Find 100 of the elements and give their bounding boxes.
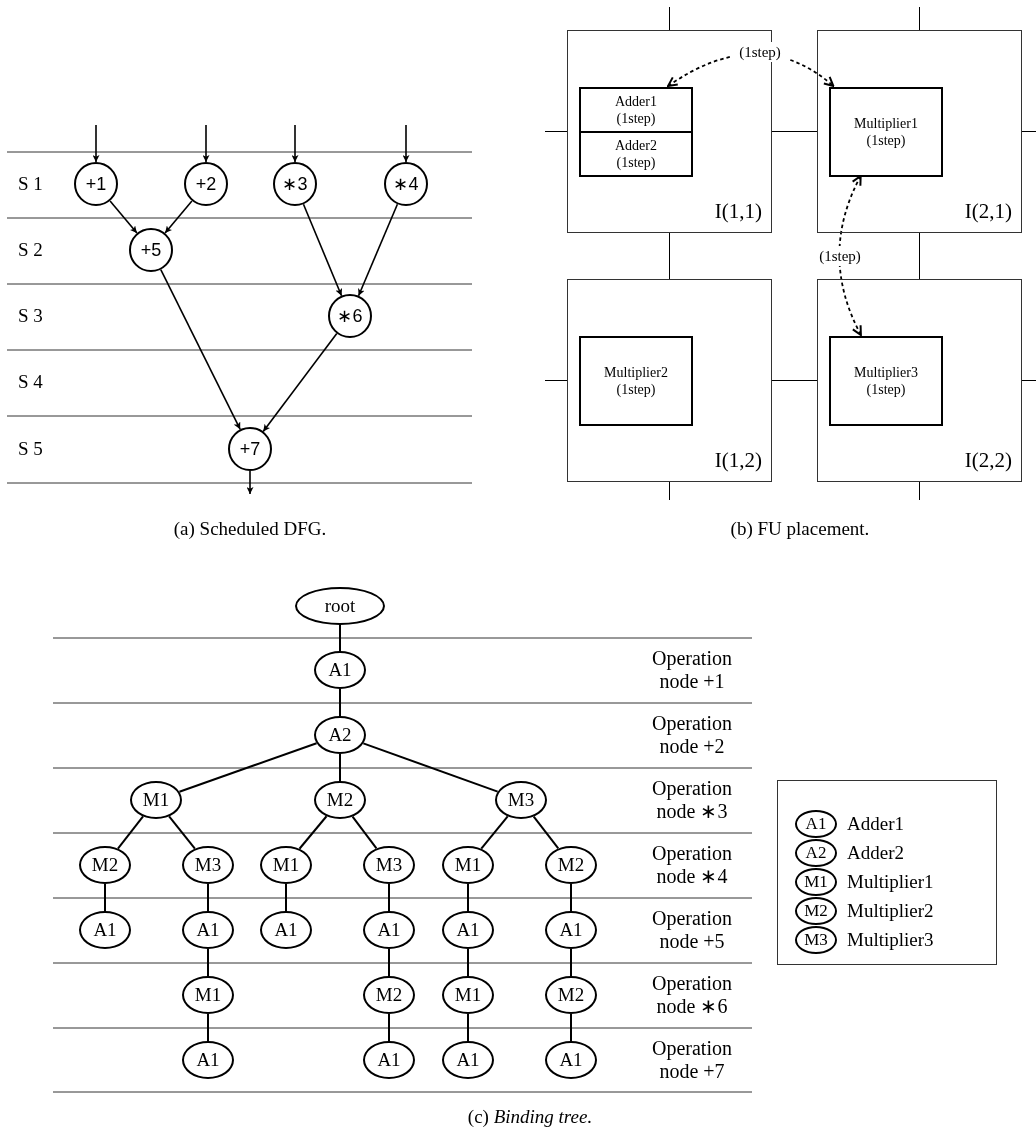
unit-box: Adder2 (1step) <box>579 131 693 177</box>
arrow <box>202 124 210 163</box>
connector-line <box>544 131 568 132</box>
connector-line <box>669 232 670 280</box>
connector-line <box>298 815 328 850</box>
binding-ellipse: M1 <box>442 976 494 1014</box>
connector-line <box>351 815 378 850</box>
connector-line <box>388 1013 390 1042</box>
binding-ellipse: A1 <box>260 911 312 949</box>
connector-line <box>467 1013 469 1042</box>
binding-ellipse: A1 <box>442 1041 494 1079</box>
binding-ellipse: M1 <box>260 846 312 884</box>
operation-label: Operation node +7 <box>651 1037 733 1083</box>
edge-label: (1step) <box>731 42 789 62</box>
binding-ellipse: M3 <box>363 846 415 884</box>
arrow <box>164 200 193 234</box>
connector-line <box>669 6 670 31</box>
legend-text: Multiplier3 <box>847 929 934 951</box>
stage-label: S 2 <box>18 239 44 261</box>
connector-line <box>178 742 318 793</box>
binding-ellipse: M1 <box>442 846 494 884</box>
arrow <box>109 200 138 234</box>
binding-ellipse: M2 <box>545 846 597 884</box>
unit-box: Multiplier3 (1step) <box>829 336 943 426</box>
stage-label: S 1 <box>18 173 44 195</box>
operation-label: Operation node +5 <box>651 907 733 953</box>
operation-circle: +1 <box>74 162 118 206</box>
legend-symbol: A1 <box>795 810 837 838</box>
binding-ellipse: M2 <box>545 976 597 1014</box>
figure-caption: (a) Scheduled DFG. <box>172 518 328 540</box>
binding-ellipse: M1 <box>130 781 182 819</box>
tile-box <box>817 279 1022 482</box>
connector-line <box>919 6 920 31</box>
legend-symbol: M1 <box>795 868 837 896</box>
binding-ellipse: A1 <box>182 911 234 949</box>
arrow <box>357 203 399 297</box>
connector-line <box>168 815 196 850</box>
binding-ellipse: A1 <box>545 1041 597 1079</box>
connector-line <box>207 1013 209 1042</box>
figure-caption: (c) Binding tree. <box>466 1106 594 1128</box>
connector-line <box>207 948 209 977</box>
binding-ellipse: A1 <box>545 911 597 949</box>
connector-line <box>771 380 818 381</box>
unit-box: Multiplier1 (1step) <box>829 87 943 177</box>
connector-line <box>919 481 920 501</box>
unit-box: Adder1 (1step) <box>579 87 693 133</box>
tile-label: I(2,1) <box>964 199 1012 224</box>
operation-circle: +2 <box>184 162 228 206</box>
binding-ellipse: A1 <box>314 651 366 689</box>
tile-label: I(1,1) <box>714 199 762 224</box>
tile-box <box>817 30 1022 233</box>
arrow <box>92 124 100 163</box>
operation-circle: +7 <box>228 427 272 471</box>
binding-ellipse: A1 <box>182 1041 234 1079</box>
connector-line <box>207 883 209 912</box>
binding-ellipse: M3 <box>495 781 547 819</box>
binding-ellipse: A1 <box>442 911 494 949</box>
connector-line <box>919 232 920 280</box>
tile-label: I(2,2) <box>964 448 1012 473</box>
connector-line <box>285 883 287 912</box>
binding-ellipse: M1 <box>182 976 234 1014</box>
legend-text: Adder1 <box>847 813 904 835</box>
arrow <box>402 124 410 163</box>
binding-ellipse: A2 <box>314 716 366 754</box>
binding-ellipse: M3 <box>182 846 234 884</box>
operation-circle: +5 <box>129 228 173 272</box>
binding-ellipse: M2 <box>363 976 415 1014</box>
stage-label: S 3 <box>18 305 44 327</box>
operation-label: Operation node ∗4 <box>651 842 733 888</box>
stage-label: S 4 <box>18 371 44 393</box>
connector-line <box>116 815 145 850</box>
connector-line <box>339 688 341 717</box>
operation-circle: ∗3 <box>273 162 317 206</box>
binding-ellipse: A1 <box>363 911 415 949</box>
binding-ellipse: A1 <box>79 911 131 949</box>
connector-line <box>771 131 818 132</box>
connector-line <box>339 753 341 782</box>
connector-line <box>388 948 390 977</box>
operation-label: Operation node +1 <box>651 647 733 693</box>
arrow <box>262 332 338 433</box>
binding-ellipse: A1 <box>363 1041 415 1079</box>
unit-box: Multiplier2 (1step) <box>579 336 693 426</box>
connector-line <box>480 815 509 850</box>
connector-line <box>362 742 499 793</box>
tile-box <box>567 279 772 482</box>
connector-line <box>532 815 560 850</box>
operation-circle: ∗6 <box>328 294 372 338</box>
connector-line <box>467 948 469 977</box>
connector-line <box>1021 380 1036 381</box>
connector-line <box>570 1013 572 1042</box>
legend-symbol: M2 <box>795 897 837 925</box>
legend-symbol: M3 <box>795 926 837 954</box>
legend-text: Adder2 <box>847 842 904 864</box>
stage-label: S 5 <box>18 438 44 460</box>
operation-circle: ∗4 <box>384 162 428 206</box>
binding-ellipse: M2 <box>79 846 131 884</box>
operation-label: Operation node ∗6 <box>651 972 733 1018</box>
connector-line <box>544 380 568 381</box>
connector-line <box>570 883 572 912</box>
connector-line <box>1021 131 1036 132</box>
